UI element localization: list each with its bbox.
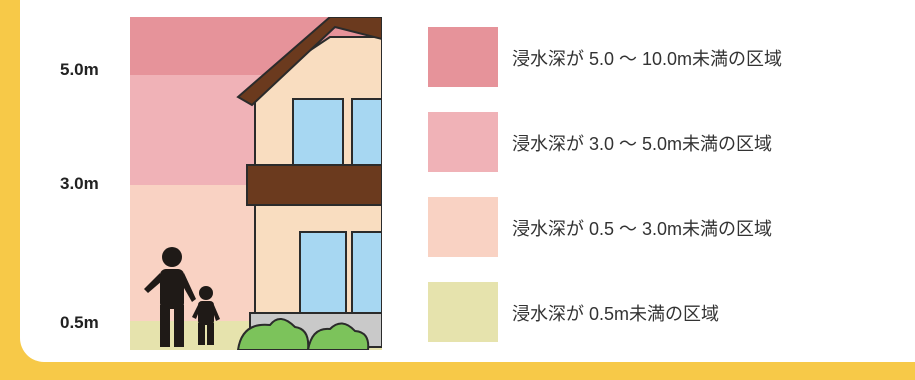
legend-swatch xyxy=(428,282,498,342)
bush-right xyxy=(306,322,370,350)
legend-swatch xyxy=(428,112,498,172)
legend-label: 浸水深が 3.0 〜 5.0m未満の区域 xyxy=(512,134,773,154)
depth-label-0-5m: 0.5m xyxy=(60,313,99,332)
child-silhouette xyxy=(192,286,220,345)
upper-window-right xyxy=(351,98,382,168)
legend-item-3-5m: 浸水深が 3.0 〜 5.0m未満の区域 xyxy=(428,112,908,172)
legend-label: 浸水深が 5.0 〜 10.0m未満の区域 xyxy=(512,49,783,69)
bush-left xyxy=(236,318,310,350)
lower-window-right xyxy=(351,231,382,315)
house-floor-band xyxy=(246,164,382,206)
upper-window-left xyxy=(292,98,344,168)
adult-silhouette xyxy=(144,247,196,347)
lower-window-left xyxy=(299,231,347,315)
legend-swatch xyxy=(428,27,498,87)
legend-swatch xyxy=(428,197,498,257)
flood-depth-scene xyxy=(130,17,382,350)
legend-item-under-0-5m: 浸水深が 0.5m未満の区域 xyxy=(428,282,908,342)
depth-label-3m: 3.0m xyxy=(60,174,99,193)
legend-label: 浸水深が 0.5 〜 3.0m未満の区域 xyxy=(512,219,773,239)
legend-item-5-10m: 浸水深が 5.0 〜 10.0m未満の区域 xyxy=(428,27,908,87)
legend-label: 浸水深が 0.5m未満の区域 xyxy=(512,304,720,324)
house-roof xyxy=(236,17,382,107)
legend-item-0-5-3m: 浸水深が 0.5 〜 3.0m未満の区域 xyxy=(428,197,908,257)
depth-label-5m: 5.0m xyxy=(60,60,99,79)
